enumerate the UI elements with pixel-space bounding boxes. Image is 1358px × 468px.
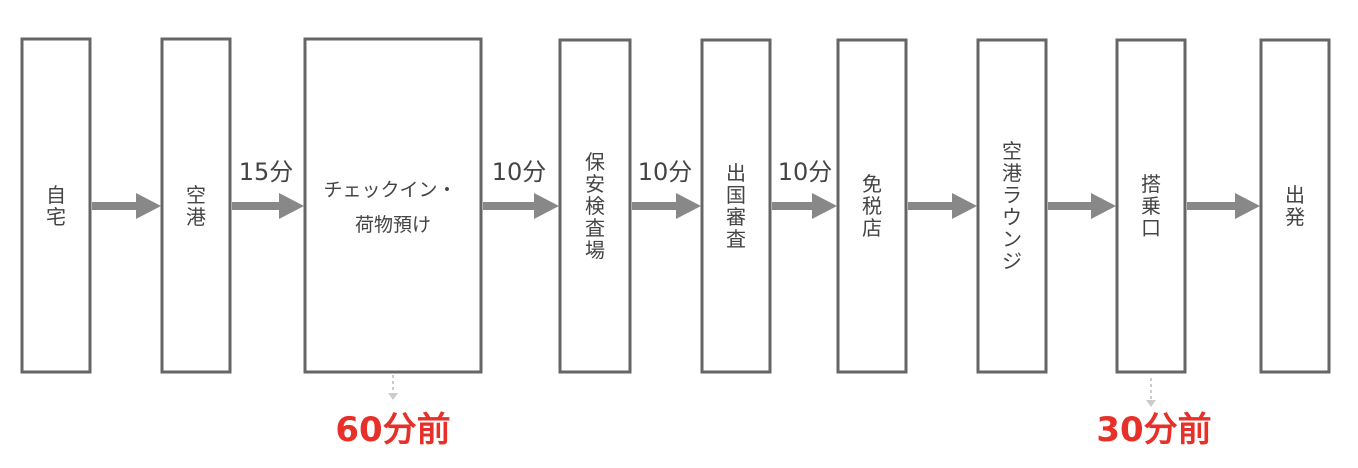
step-label-security: 保安検査場 [585, 150, 605, 262]
dashed-pointer-checkin [388, 375, 398, 400]
duration-immigration-to-duty-free: 10分 [778, 158, 833, 186]
dashed-pointer-gate [1146, 378, 1156, 407]
step-box-duty-free [836, 38, 908, 374]
step-label-checkin-line2: 荷物預け [355, 214, 431, 236]
step-box-departure [1259, 38, 1331, 374]
step-label-checkin-line1: チェックイン・ [323, 179, 456, 201]
step-box-home [20, 37, 92, 374]
step-box-gate [1115, 38, 1187, 374]
arrow-security-to-immigration [632, 193, 701, 219]
step-label-duty-free: 免税店 [862, 172, 882, 240]
note-60-minutes-before: 60分前 [335, 410, 450, 450]
step-box-airport [160, 37, 232, 374]
step-label-home: 自宅 [46, 183, 66, 229]
step-label-departure: 出発 [1285, 183, 1305, 229]
step-label-gate: 搭乗口 [1141, 172, 1161, 240]
step-label-immigration: 出国審査 [726, 161, 746, 251]
step-box-immigration [700, 38, 772, 374]
arrow-airport-to-checkin [232, 193, 304, 219]
step-box-checkin [303, 37, 483, 374]
duration-security-to-immigration: 10分 [638, 158, 693, 186]
step-label-lounge: 空港ラウンジ [1002, 139, 1022, 273]
step-label-airport: 空港 [186, 183, 206, 229]
step-box-lounge [976, 38, 1048, 374]
step-box-security [558, 38, 632, 374]
arrow-gate-to-departure [1187, 193, 1260, 219]
arrow-immigration-to-duty-free [772, 193, 837, 219]
arrow-checkin-to-security [483, 193, 559, 219]
duration-airport-to-checkin: 15分 [239, 158, 294, 186]
arrow-duty-free-to-lounge [908, 193, 977, 219]
arrow-lounge-to-gate [1048, 193, 1116, 219]
step-label-checkin: チェックイン・ 荷物預け [323, 179, 462, 236]
note-30-minutes-before: 30分前 [1096, 410, 1211, 450]
duration-checkin-to-security: 10分 [492, 158, 547, 186]
arrow-home-to-airport [92, 193, 161, 219]
